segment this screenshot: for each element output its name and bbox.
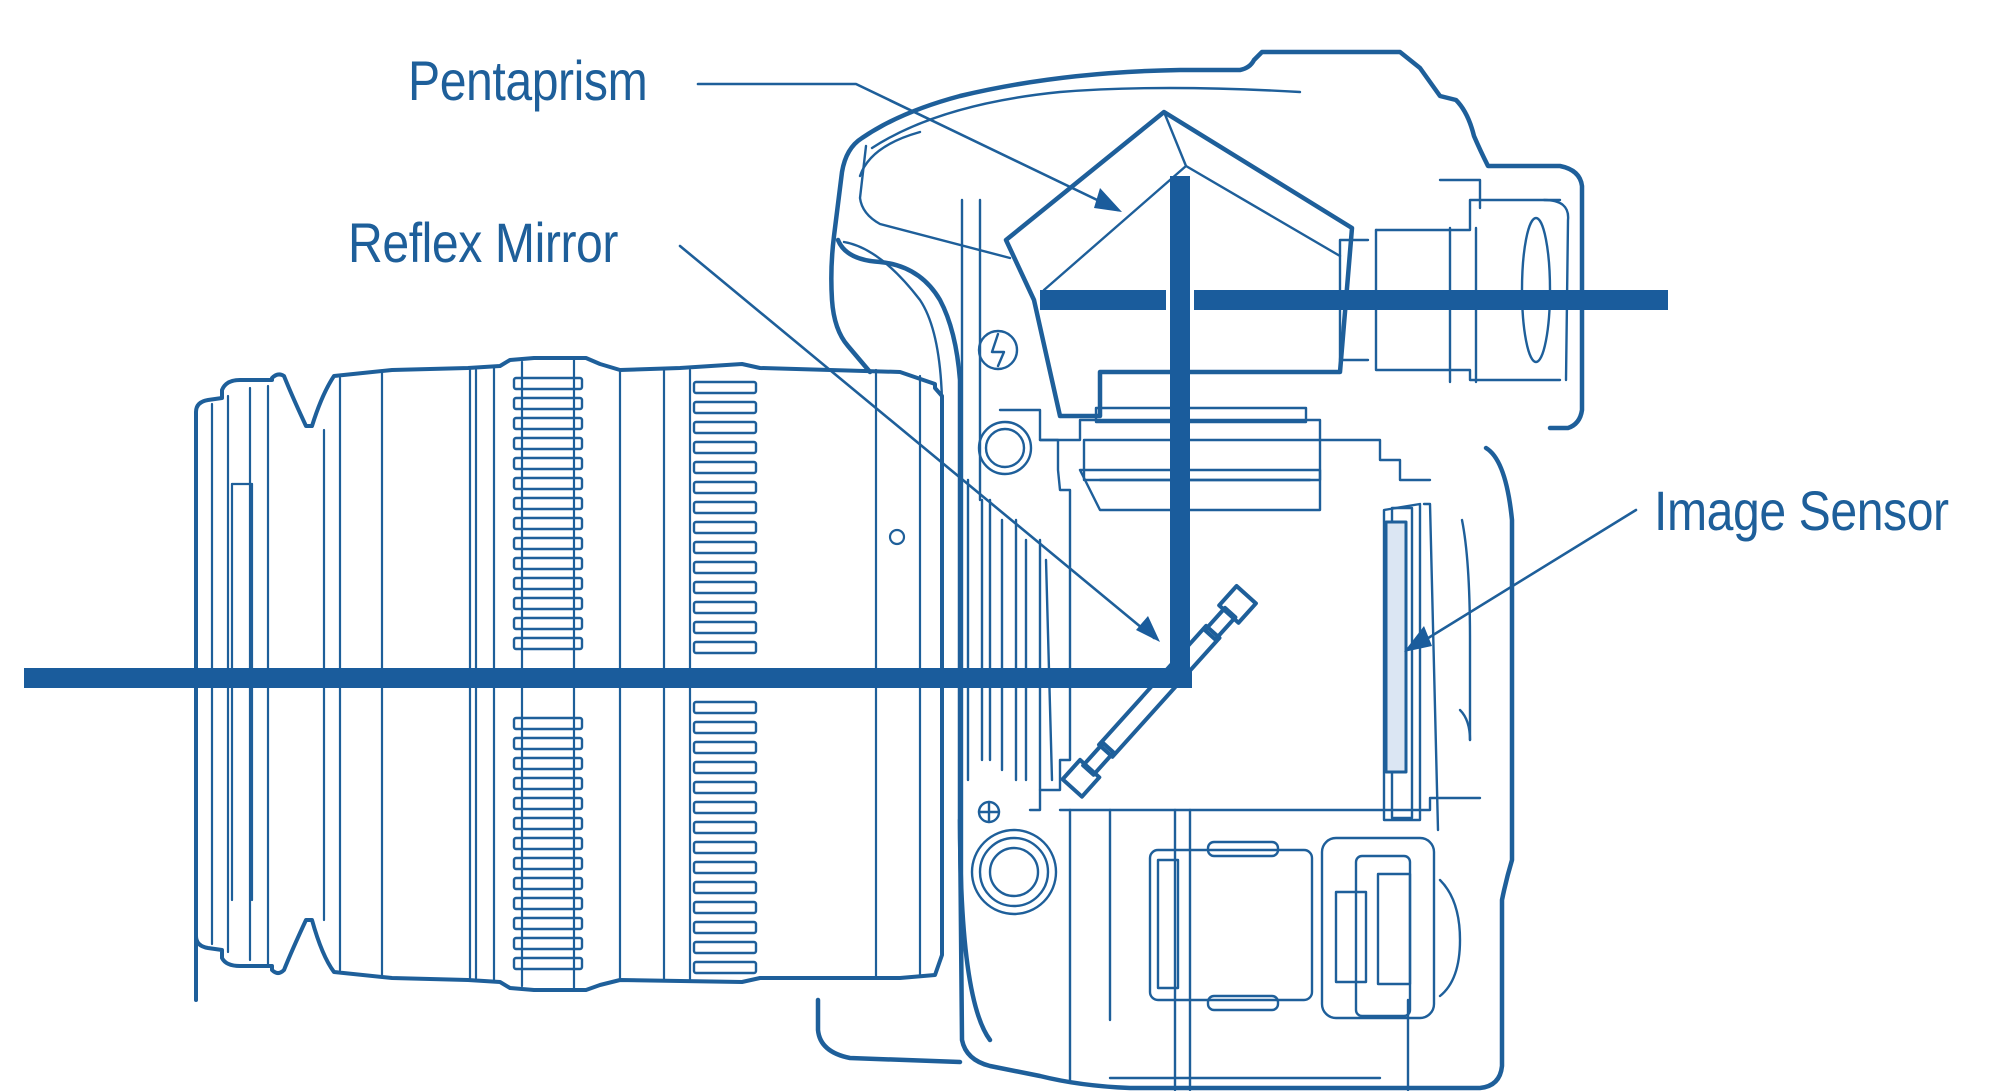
reflex-mirror-leader (678, 244, 1156, 640)
light-path-incoming-beam (24, 668, 1192, 688)
reflex-mirror-arrow-icon (1136, 616, 1160, 642)
label-pentaprism: Pentaprism (408, 49, 648, 112)
focus-ring-grip (512, 376, 584, 971)
image-sensor-arrow-icon (1404, 626, 1432, 652)
pentaprism-leader (696, 82, 1120, 212)
pentaprism-shape (1003, 109, 1355, 419)
reflex-mirror-shape (1060, 584, 1258, 799)
image-sensor (1384, 520, 1408, 774)
light-path (24, 176, 1668, 688)
leader-lines (678, 82, 1638, 652)
body-details (842, 86, 1570, 1091)
lens-mount-dot (888, 528, 906, 546)
image-sensor-leader (1410, 508, 1638, 650)
light-path-vertical-beam (1170, 176, 1190, 688)
label-reflex-mirror: Reflex Mirror (348, 211, 619, 274)
light-path-viewfinder-beam (1194, 290, 1668, 310)
lens-body (194, 356, 944, 1002)
zoom-ring-grip (692, 380, 758, 975)
label-image-sensor: Image Sensor (1654, 479, 1949, 542)
pentaprism-arrow-icon (1094, 188, 1122, 212)
camera-body (815, 49, 1585, 1091)
light-path-prism-beam (1040, 290, 1166, 310)
pentaprism-facets (1042, 110, 1342, 482)
